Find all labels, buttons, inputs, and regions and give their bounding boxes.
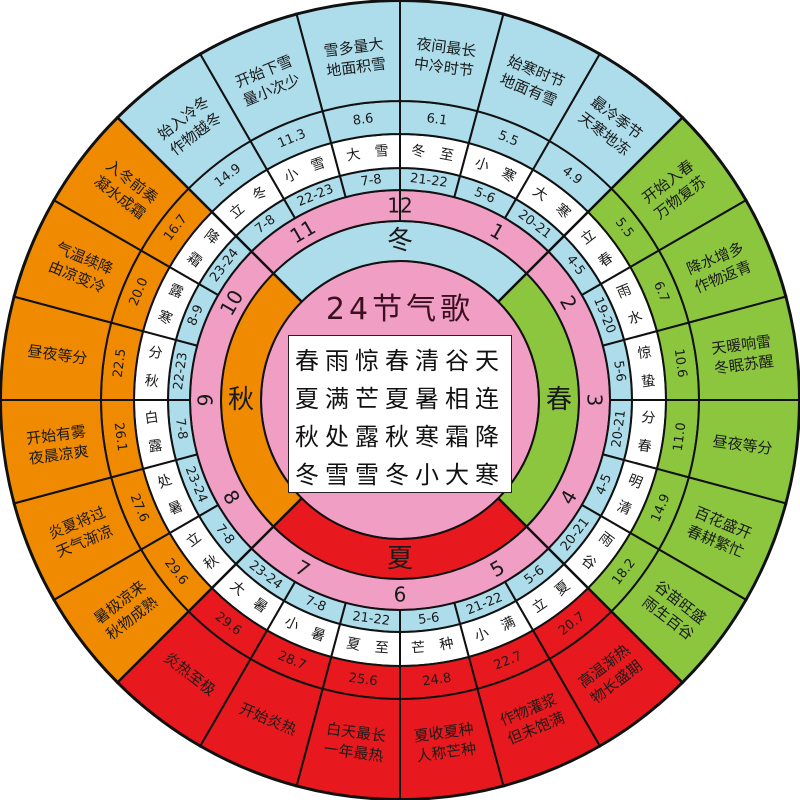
term-name-char: 小 <box>473 625 491 645</box>
term-name-char: 分 <box>147 344 163 362</box>
term-name-char: 寒 <box>499 165 519 186</box>
term-name-char: 芒 <box>411 640 426 657</box>
poem-box: 春雨惊春清谷天 夏满芒夏暑相连 秋处露秋寒霜降 冬雪雪冬小大寒 <box>288 335 512 493</box>
poem-line-3: 秋处露秋寒霜降 <box>295 423 505 451</box>
term-name-char: 春 <box>637 438 653 456</box>
term-name-char: 处 <box>155 472 174 492</box>
term-temperature: 22.5 <box>111 348 130 379</box>
term-name-char: 大 <box>345 146 362 164</box>
term-dates: 22-23 <box>171 351 191 390</box>
month-label: 3 <box>583 394 607 407</box>
season-label-winter: 冬 <box>387 226 413 256</box>
term-dates: 5-6 <box>472 185 497 207</box>
season-divider <box>116 116 303 303</box>
term-temperature: 6.1 <box>426 111 448 129</box>
term-name-char: 露 <box>147 438 163 456</box>
term-dates: 7-8 <box>303 593 328 615</box>
term-dates: 7-8 <box>172 417 190 440</box>
term-name-char: 秋 <box>144 373 160 391</box>
term-name-char: 露 <box>166 282 185 302</box>
term-name-char: 白 <box>144 409 160 427</box>
term-name-char: 明 <box>626 472 645 492</box>
term-name-char: 清 <box>615 498 634 518</box>
season-divider <box>497 116 684 303</box>
main-title: 24节气歌 <box>325 292 475 327</box>
term-dates: 21-22 <box>351 609 390 629</box>
term-name-char: 雪 <box>374 143 389 160</box>
poem-line-1: 春雨惊春清谷天 <box>295 347 505 375</box>
term-temperature: 11.0 <box>671 422 690 453</box>
month-label: 9 <box>194 394 218 407</box>
month-label: 12 <box>387 194 412 218</box>
term-name-char: 小 <box>473 155 491 175</box>
term-name-char: 至 <box>438 146 455 164</box>
term-dates: 21-22 <box>409 171 448 191</box>
term-name-char: 雨 <box>615 282 634 302</box>
term-temperature: 5.5 <box>496 128 521 150</box>
term-name-char: 雪 <box>309 155 327 175</box>
term-name-char: 小 <box>282 166 302 186</box>
term-dates: 4-5 <box>593 472 615 497</box>
term-dates: 8-9 <box>185 303 207 328</box>
season-label-summer: 夏 <box>387 544 413 574</box>
term-name-char: 分 <box>640 409 656 427</box>
term-name-char: 水 <box>626 308 645 328</box>
term-dates: 5-6 <box>610 360 628 383</box>
term-name-char: 寒 <box>155 307 174 328</box>
term-name-char: 蛰 <box>640 373 656 391</box>
term-name-char: 满 <box>499 614 519 634</box>
term-name-char: 冬 <box>411 143 426 160</box>
poem-line-2: 夏满芒夏暑相连 <box>295 385 505 413</box>
term-name-char: 暑 <box>166 498 185 518</box>
term-temperature: 6.7 <box>650 279 672 304</box>
season-label-autumn: 秋 <box>228 385 254 415</box>
term-dates: 7-8 <box>360 172 383 190</box>
term-temperature: 26.1 <box>111 422 130 453</box>
term-dates: 5-6 <box>417 610 440 628</box>
term-temperature: 24.8 <box>422 671 453 690</box>
term-name-char: 至 <box>374 640 389 657</box>
term-temperature: 25.6 <box>348 671 379 690</box>
term-temperature: 8.6 <box>352 111 374 129</box>
term-name-char: 惊 <box>637 344 653 362</box>
season-divider <box>116 497 303 684</box>
poem-line-4: 冬雪雪冬小大寒 <box>295 461 505 489</box>
term-dates: 20-21 <box>609 409 629 448</box>
term-name-char: 小 <box>282 614 302 634</box>
term-name-char: 夏 <box>345 635 362 653</box>
term-name-char: 暑 <box>309 625 327 645</box>
term-name-char: 种 <box>438 635 455 653</box>
term-temperature: 10.6 <box>671 348 690 379</box>
month-label: 6 <box>394 583 407 607</box>
season-label-spring: 春 <box>546 385 572 415</box>
season-divider <box>497 497 684 684</box>
